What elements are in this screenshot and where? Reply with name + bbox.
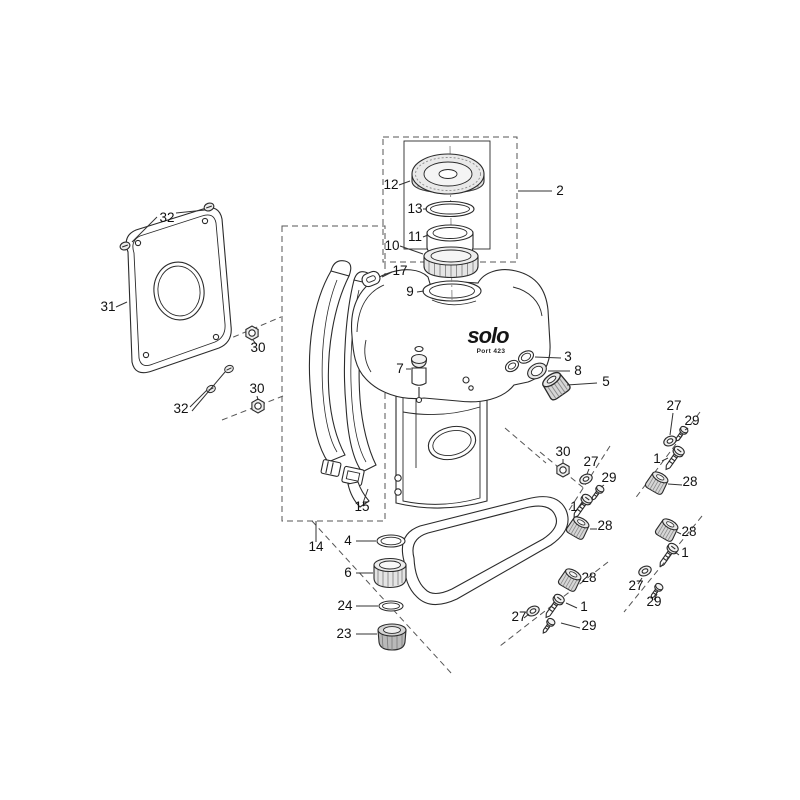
callout-29-topright: 29 xyxy=(684,413,699,428)
valve-part-7 xyxy=(410,345,428,404)
callout-29-right: 29 xyxy=(646,594,661,609)
cap-assembly-group xyxy=(382,136,518,301)
nut-30-upper-left xyxy=(245,325,259,341)
callout-12: 12 xyxy=(383,177,398,192)
screw-1-right xyxy=(655,540,681,571)
callout-27-right: 27 xyxy=(628,578,643,593)
callout-24: 24 xyxy=(337,598,353,613)
callout-30-upper-left: 30 xyxy=(250,340,265,355)
callout-5: 5 xyxy=(602,374,610,389)
tank-body xyxy=(350,269,551,403)
nut-30-center xyxy=(556,462,570,478)
callout-28-bottom: 28 xyxy=(581,570,596,585)
callout-32-plate-bottom: 32 xyxy=(173,401,188,416)
screw-29-bottom xyxy=(539,616,557,636)
drain-fitting-parts xyxy=(373,534,407,651)
knob-28-bottom xyxy=(556,565,585,594)
callout-6: 6 xyxy=(344,565,352,580)
callout-1-bottom: 1 xyxy=(580,599,588,614)
callout-27-topright: 27 xyxy=(666,398,681,413)
callout-9: 9 xyxy=(406,284,414,299)
callout-4: 4 xyxy=(344,533,352,548)
brand-model-text: Port 423 xyxy=(477,348,506,355)
callout-15: 15 xyxy=(354,499,369,514)
callout-27-center: 27 xyxy=(583,454,598,469)
callout-11: 11 xyxy=(408,229,422,244)
shoulder-strap-left xyxy=(308,260,352,463)
clip-part-17 xyxy=(361,270,381,288)
outlet-seal-3 xyxy=(517,350,535,364)
panel-hand-hole xyxy=(427,425,477,461)
callout-28-center: 28 xyxy=(597,518,612,533)
backplate-hole xyxy=(153,261,205,321)
callout-10: 10 xyxy=(384,238,399,253)
callout-32-plate-top: 32 xyxy=(159,210,174,225)
callout-30-lower-left: 30 xyxy=(249,381,264,396)
callout-31: 31 xyxy=(100,299,115,314)
knob-28-center xyxy=(564,513,593,542)
callout-2: 2 xyxy=(556,183,564,198)
base-frame xyxy=(401,496,569,606)
leader-lines xyxy=(115,180,689,635)
threaded-collar-10 xyxy=(423,246,479,279)
callout-1-topright: 1 xyxy=(653,451,661,466)
callout-29-bottom: 29 xyxy=(581,618,596,633)
knob-28-topright xyxy=(643,468,672,497)
callout-28-topright: 28 xyxy=(682,474,697,489)
fastener-cluster-bottom xyxy=(524,565,585,636)
callout-7: 7 xyxy=(396,361,404,376)
washer-27-right xyxy=(636,563,654,579)
nut-30-lower-left xyxy=(251,398,265,414)
cap-gasket-13 xyxy=(425,200,475,218)
callout-30-center: 30 xyxy=(555,444,570,459)
callout-23: 23 xyxy=(336,626,351,641)
o-ring-24 xyxy=(378,600,404,612)
screw-1-topright xyxy=(661,443,687,474)
callout-28-right: 28 xyxy=(681,524,696,539)
callout-1-right: 1 xyxy=(681,545,689,560)
callout-8: 8 xyxy=(574,363,582,378)
callout-17: 17 xyxy=(392,263,407,278)
backplate-group xyxy=(118,201,236,395)
tank-outlet-spout xyxy=(504,359,520,373)
pump-back-panel xyxy=(394,380,488,509)
outlet-ring-8 xyxy=(527,362,547,380)
callout-1-center: 1 xyxy=(570,499,578,514)
callout-3: 3 xyxy=(564,349,572,364)
o-ring-4 xyxy=(376,534,406,548)
washer-27-topright xyxy=(661,433,679,449)
knob-28-right xyxy=(653,515,682,544)
callout-29-center: 29 xyxy=(601,470,616,485)
callout-labels: 32 31 30 32 30 12 13 11 10 9 2 17 7 3 8 … xyxy=(100,177,699,641)
cap-23 xyxy=(377,623,407,651)
threaded-fitting-6 xyxy=(373,557,407,589)
tank-cap-12 xyxy=(411,153,485,195)
callout-14: 14 xyxy=(308,539,324,554)
tank-group: solo Port 423 xyxy=(350,269,573,404)
brand-logo-text: solo xyxy=(467,323,509,348)
callout-13: 13 xyxy=(407,201,422,216)
callout-27-bottom: 27 xyxy=(511,609,526,624)
screw-1-bottom xyxy=(541,591,567,622)
